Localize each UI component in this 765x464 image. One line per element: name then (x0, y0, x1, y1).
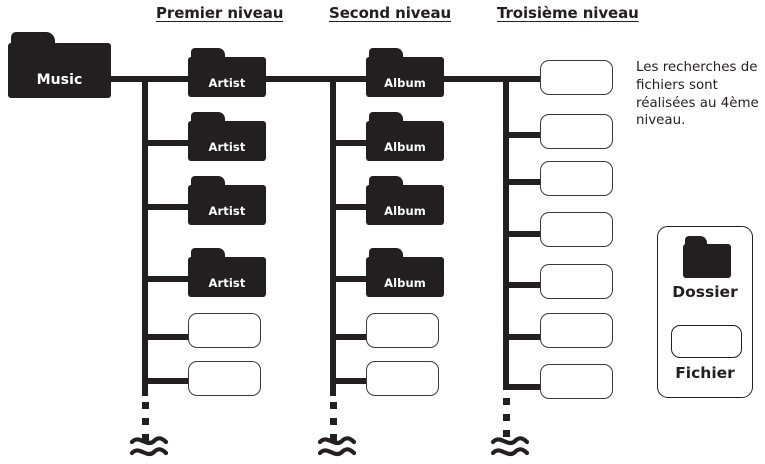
node-level-1-artist-4[interactable]: Artist (188, 248, 266, 297)
node-level-3-file-6[interactable] (540, 313, 613, 348)
connector-stub-level-3-7 (503, 384, 545, 390)
continuation-dots-level-3 (503, 398, 510, 446)
connector-stub-level-3-6 (503, 334, 545, 340)
connector-stub-level-3-2 (503, 132, 545, 138)
connector-stub-level-3-4 (503, 231, 545, 237)
connector-stub-level-1-4 (142, 276, 190, 282)
connector-stub-level-1-5 (142, 334, 190, 340)
node-level-2-album-1[interactable]: Album (366, 48, 444, 97)
node-level-1-artist-2[interactable]: Artist (188, 112, 266, 161)
node-level-3-file-4[interactable] (540, 212, 613, 247)
connector-stub-level-2-5 (330, 334, 378, 340)
node-level-2-album-4[interactable]: Album (366, 248, 444, 297)
continuation-dots-level-2 (330, 402, 337, 450)
node-label: Artist (208, 140, 246, 154)
legend-box: Dossier Fichier (657, 226, 753, 398)
folder-tab-icon (11, 32, 56, 46)
legend-folder-label: Dossier (672, 283, 738, 301)
node-level-1-file-1[interactable] (188, 313, 261, 348)
trunk-level-2 (330, 76, 336, 396)
folder-tab-icon (685, 236, 707, 246)
node-level-1-file-2[interactable] (188, 361, 261, 396)
folder-tab-icon (191, 48, 226, 59)
connector-level-1-to-level-2 (263, 76, 376, 82)
connector-stub-level-3-1 (503, 76, 545, 82)
continuation-squiggle-level-2 (317, 436, 357, 457)
node-level-2-file-1[interactable] (366, 313, 439, 348)
folder-tab-icon (369, 248, 404, 259)
trunk-level-1 (142, 76, 148, 396)
legend-folder-icon (683, 236, 731, 278)
node-label: Album (384, 76, 426, 90)
folder-tab-icon (369, 112, 404, 123)
legend-file-icon (671, 325, 742, 358)
connector-level-2-to-level-3 (441, 76, 549, 82)
annotation-text: Les recherches de fichiers sont réalisée… (636, 60, 759, 129)
node-level-3-file-2[interactable] (540, 114, 613, 149)
connector-stub-level-2-1 (330, 76, 378, 82)
node-level-1-artist-1[interactable]: Artist (188, 48, 266, 97)
node-level-1-artist-3[interactable]: Artist (188, 176, 266, 225)
node-label: Album (384, 276, 426, 290)
node-level-3-file-7[interactable] (540, 364, 613, 399)
folder-tab-icon (191, 176, 226, 187)
node-level-3-file-1[interactable] (540, 60, 613, 95)
column-header-level-2: Second niveau (329, 4, 452, 22)
folder-tab-icon (191, 248, 226, 259)
column-header-level-3: Troisième niveau (497, 4, 639, 22)
node-level-2-album-3[interactable]: Album (366, 176, 444, 225)
node-label: Album (384, 140, 426, 154)
folder-tab-icon (369, 176, 404, 187)
connector-stub-level-3-5 (503, 282, 545, 288)
connector-stub-level-1-6 (142, 378, 190, 384)
connector-stub-level-2-6 (330, 378, 378, 384)
connector-stub-level-1-2 (142, 140, 190, 146)
root-folder-label: Music (36, 72, 83, 88)
node-level-3-file-5[interactable] (540, 264, 613, 299)
node-label: Artist (208, 276, 246, 290)
legend-file-label: Fichier (675, 364, 735, 382)
node-level-2-file-2[interactable] (366, 361, 439, 396)
node-level-2-album-2[interactable]: Album (366, 112, 444, 161)
connector-stub-level-1-1 (142, 76, 190, 82)
node-label: Artist (208, 204, 246, 218)
folder-tab-icon (369, 48, 404, 59)
connector-stub-level-1-3 (142, 204, 190, 210)
connector-stub-level-2-4 (330, 276, 378, 282)
continuation-squiggle-level-3 (490, 436, 530, 457)
connector-stub-level-2-2 (330, 140, 378, 146)
column-header-level-1: Premier niveau (156, 4, 284, 22)
node-label: Artist (208, 76, 246, 90)
node-level-3-file-3[interactable] (540, 161, 613, 196)
folder-tab-icon (191, 112, 226, 123)
connector-stub-level-3-3 (503, 179, 545, 185)
node-label: Album (384, 204, 426, 218)
connector-stub-level-2-3 (330, 204, 378, 210)
continuation-dots-level-1 (142, 402, 149, 450)
continuation-squiggle-level-1 (129, 436, 169, 457)
root-folder-music[interactable]: Music (8, 32, 111, 98)
